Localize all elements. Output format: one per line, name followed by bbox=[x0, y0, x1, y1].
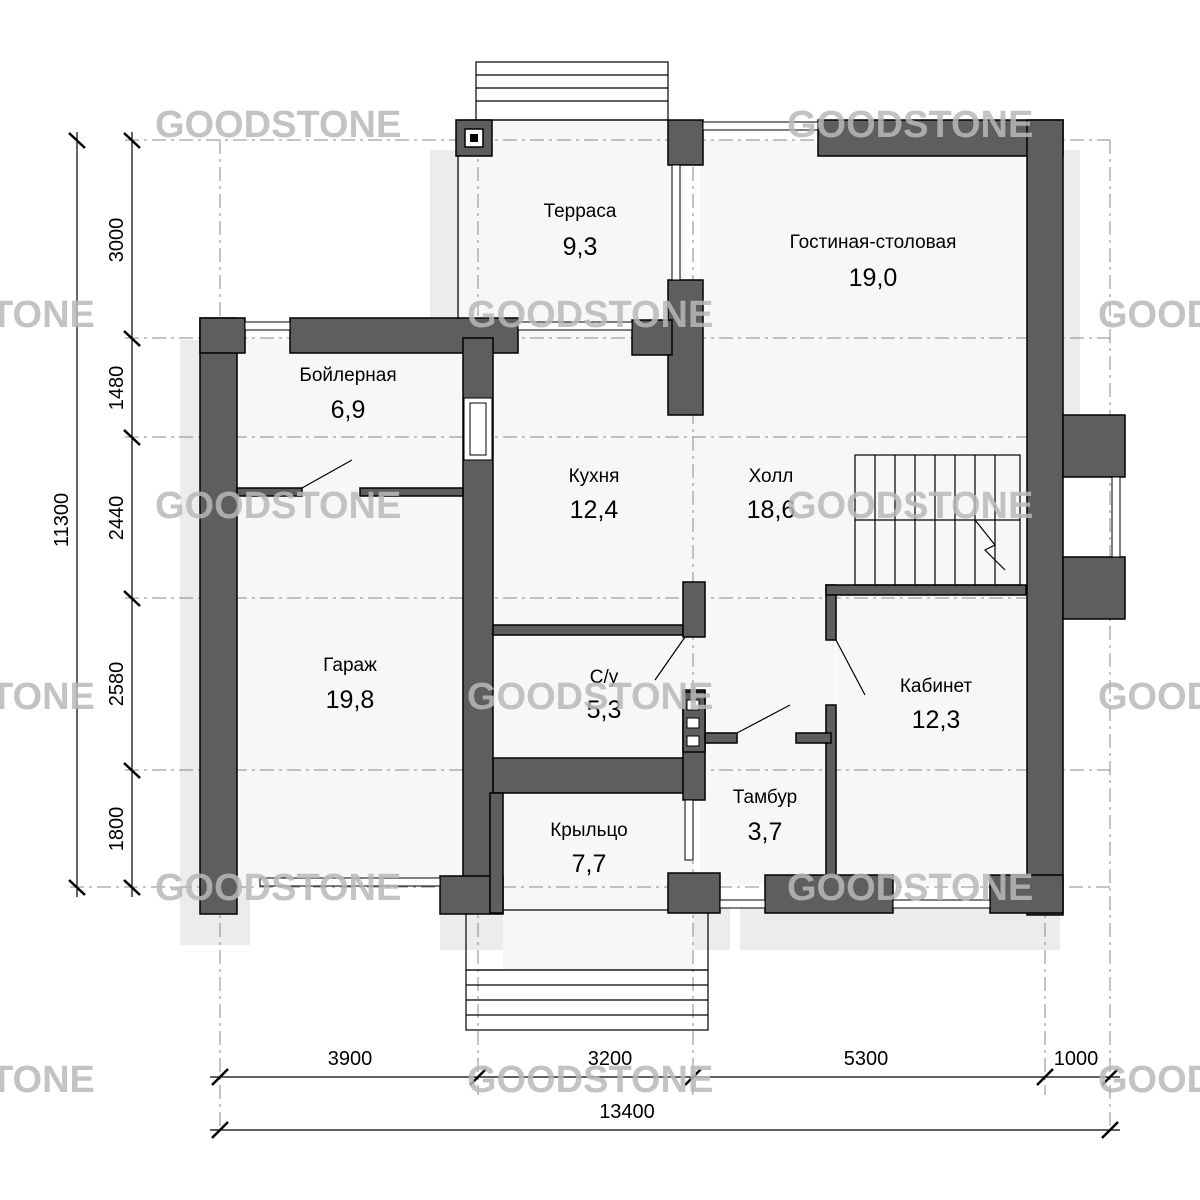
room-area-kitchen: 12,4 bbox=[570, 496, 619, 524]
room-area-hall: 18,6 bbox=[747, 496, 796, 524]
watermarks: GOODSTONE GOODSTONE TONE GOODSTONE GOODS… bbox=[0, 104, 1200, 1101]
windows bbox=[244, 121, 1121, 909]
watermark: GOODSTONE bbox=[467, 1059, 713, 1101]
watermark: GOODSTONE bbox=[1098, 1059, 1200, 1101]
dim-height-3: 2440 bbox=[106, 496, 128, 541]
room-area-porch: 7,7 bbox=[572, 850, 607, 878]
watermark-partial: TONE bbox=[0, 1059, 95, 1101]
room-name-garage: Гараж bbox=[323, 655, 377, 676]
room-area-bathroom: 5,3 bbox=[587, 696, 622, 724]
room-area-terrace: 9,3 bbox=[563, 233, 598, 261]
dim-height-1: 3000 bbox=[106, 218, 128, 263]
watermark: GOODSTONE bbox=[787, 867, 1033, 909]
room-name-hall: Холл bbox=[749, 466, 794, 487]
staircase bbox=[854, 454, 1021, 586]
room-labels: Терраса 9,3 Гостиная-столовая 19,0 Бойле… bbox=[299, 201, 972, 878]
room-name-living-dining: Гостиная-столовая bbox=[790, 232, 957, 253]
dim-width-2: 3200 bbox=[588, 1048, 633, 1070]
watermark: GOODSTONE bbox=[467, 676, 713, 718]
horizontal-dimensions: 3900 3200 5300 1000 13400 bbox=[210, 1048, 1120, 1139]
watermark: GOODSTONE bbox=[1098, 294, 1200, 336]
watermark: GOODSTONE bbox=[155, 485, 401, 527]
room-name-kitchen: Кухня bbox=[569, 466, 620, 487]
watermark: GOODSTONE bbox=[155, 104, 401, 146]
dim-width-1: 3900 bbox=[328, 1048, 373, 1070]
room-area-study: 12,3 bbox=[912, 706, 961, 734]
dim-height-total: 11300 bbox=[51, 493, 73, 547]
steps bbox=[465, 61, 709, 1031]
room-area-living-dining: 19,0 bbox=[849, 264, 898, 292]
room-name-boiler: Бойлерная bbox=[299, 365, 396, 386]
watermark: GOODSTONE bbox=[787, 485, 1033, 527]
walls bbox=[199, 119, 1126, 916]
doors bbox=[301, 459, 866, 734]
watermark: GOODSTONE bbox=[787, 104, 1033, 146]
vent-block bbox=[682, 691, 706, 753]
terrace-frame bbox=[455, 119, 668, 325]
watermark: GOODSTONE bbox=[155, 867, 401, 909]
room-name-study: Кабинет bbox=[900, 676, 973, 697]
room-name-porch: Крыльцо bbox=[550, 820, 628, 841]
vertical-dimensions: 3000 1480 2440 2580 1800 11300 bbox=[51, 132, 141, 897]
room-name-vestibule: Тамбур bbox=[733, 787, 798, 808]
room-name-terrace: Терраса bbox=[544, 201, 617, 222]
watermark: GOODSTONE bbox=[467, 294, 713, 336]
dim-width-3: 5300 bbox=[844, 1048, 889, 1070]
room-area-garage: 19,8 bbox=[326, 686, 375, 714]
dim-width-total: 13400 bbox=[599, 1101, 655, 1123]
watermark-partial: TONE bbox=[0, 294, 95, 336]
watermark-partial: TONE bbox=[0, 676, 95, 718]
watermark: GOODSTONE bbox=[1098, 676, 1200, 718]
room-area-vestibule: 3,7 bbox=[748, 818, 783, 846]
dim-width-4: 1000 bbox=[1054, 1048, 1099, 1070]
room-name-bathroom: С/у bbox=[590, 667, 619, 688]
dim-height-2: 1480 bbox=[106, 366, 128, 411]
dim-height-5: 1800 bbox=[106, 807, 128, 852]
dim-height-4: 2580 bbox=[106, 662, 128, 707]
room-area-boiler: 6,9 bbox=[331, 396, 366, 424]
